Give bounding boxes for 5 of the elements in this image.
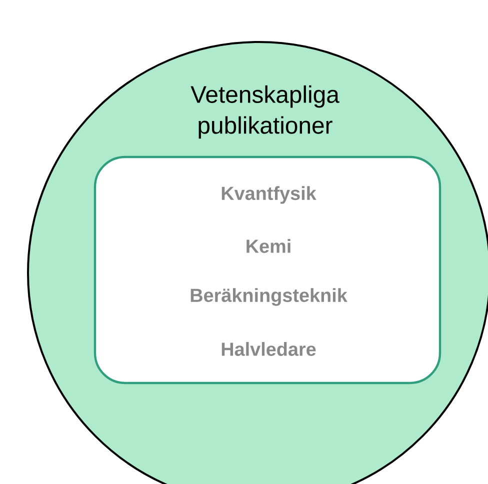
heading: Vetenskapliga publikationer (190, 85, 340, 139)
topic-label: Beräkningsteknik (190, 288, 348, 306)
topic-label: Halvledare (222, 342, 316, 356)
topic-label: Kvantfysik (222, 186, 316, 204)
topic-label: Kemi (246, 239, 290, 253)
